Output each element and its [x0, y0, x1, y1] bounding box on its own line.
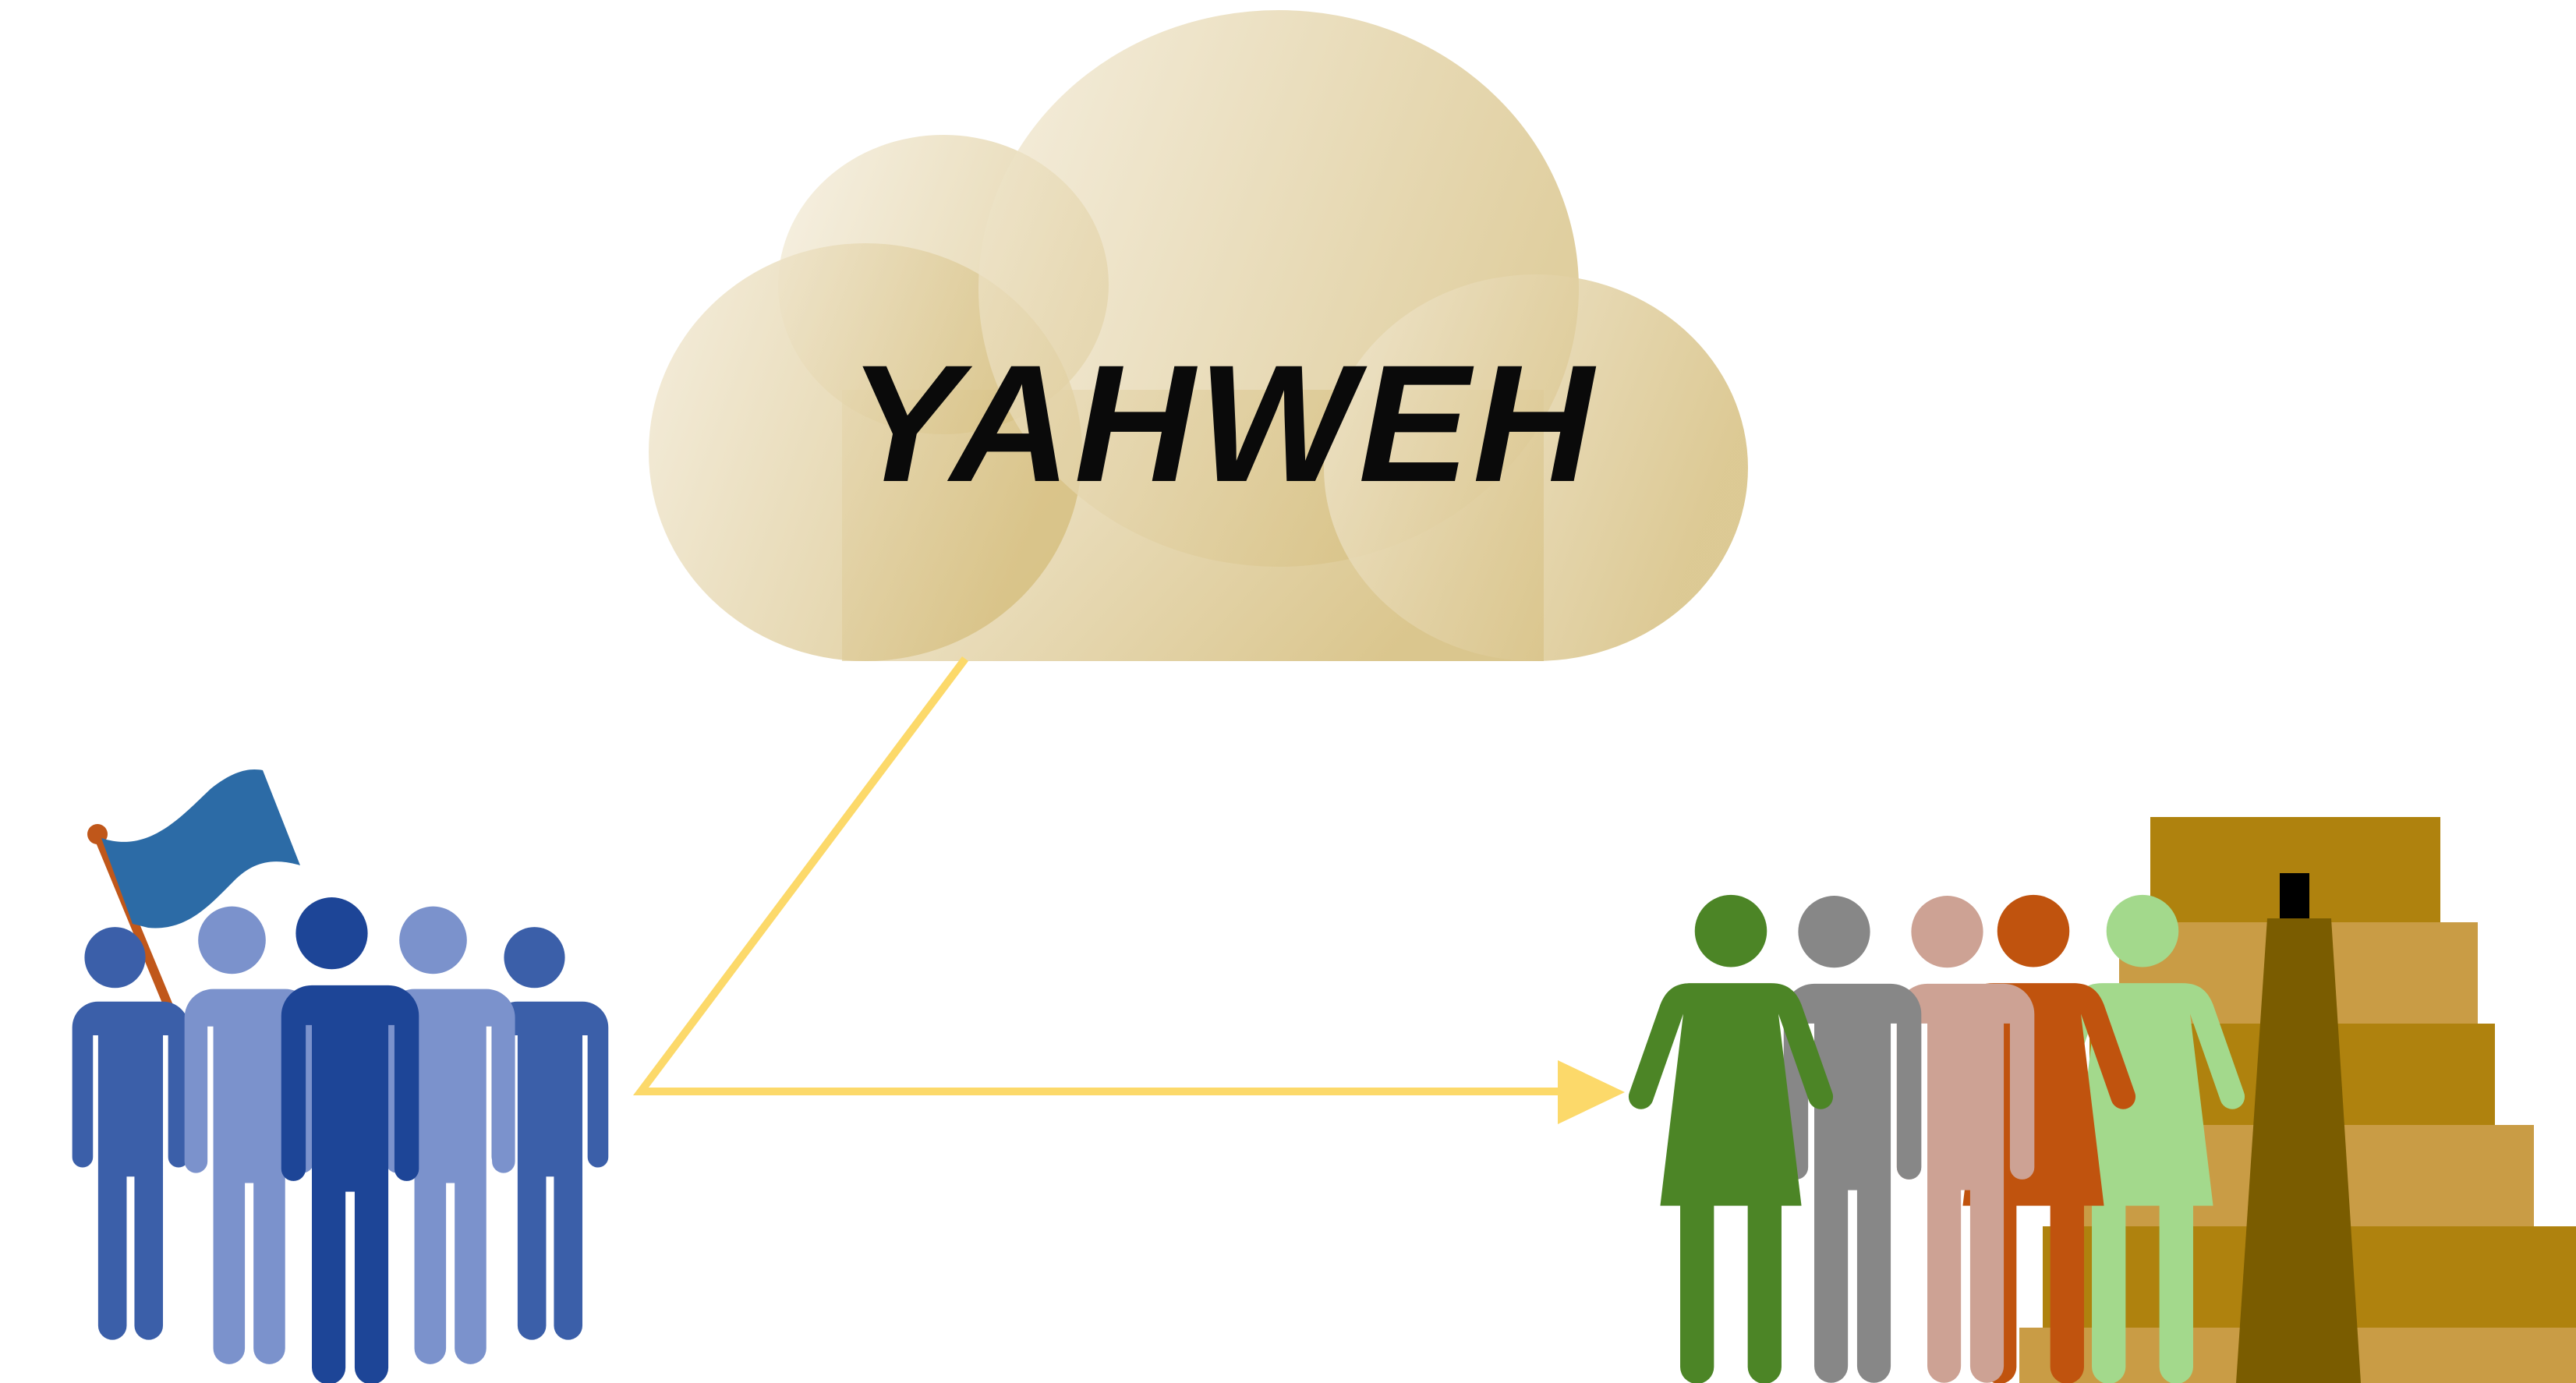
person-figure-icon: [66, 927, 189, 1340]
cloud-label: YAHWEH: [848, 331, 1597, 517]
cloud-shape: YAHWEH: [649, 10, 1748, 661]
israel-group: [66, 769, 609, 1383]
connector-arrow: [633, 656, 1625, 1124]
flag-icon: [87, 769, 300, 1018]
person-figure-icon: [1777, 896, 1922, 1383]
person-figure-icon: [274, 897, 419, 1383]
arrowhead-icon: [1558, 1060, 1625, 1124]
temple-door: [2280, 873, 2309, 918]
